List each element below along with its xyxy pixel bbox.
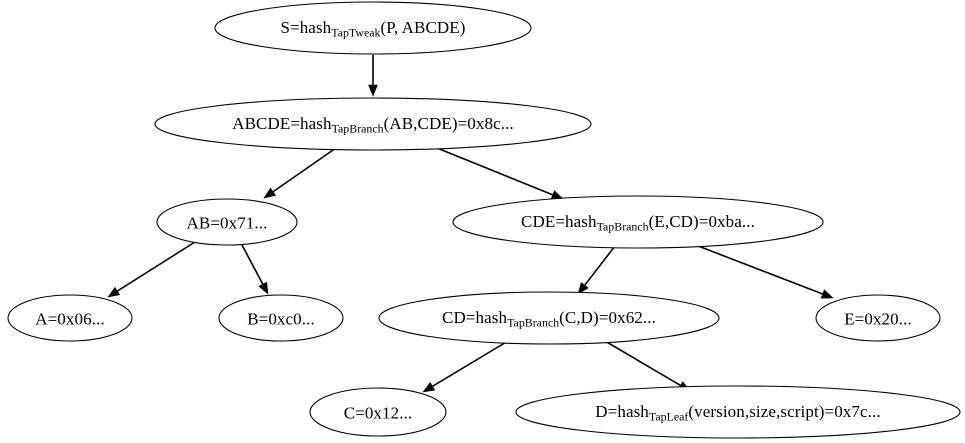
label-subscript: TapBranch [596, 219, 649, 234]
node-label-abcde: ABCDE=hashTapBranch(AB,CDE)=0x8c... [232, 115, 514, 135]
arrowhead-icon [263, 187, 277, 199]
label-text: E=0x20... [844, 309, 912, 329]
label-pre: CD=hash [442, 307, 508, 327]
label-post: (E,CD)=0xba... [648, 211, 755, 231]
node-label-cde: CDE=hashTapBranch(E,CD)=0xba... [521, 213, 755, 233]
edge-abcde-to-cde [436, 147, 564, 200]
node-ellipse-a[interactable] [7, 294, 133, 342]
node-ellipse-b[interactable] [218, 294, 344, 342]
node-ellipse-e[interactable] [815, 294, 941, 342]
node-label-ab: AB=0x71... [187, 215, 268, 232]
label-pre: D=hash [595, 401, 649, 421]
label-pre: S=hash [280, 17, 332, 37]
edge-cde-to-cd [577, 245, 616, 295]
edge-line [584, 245, 616, 286]
node-label-cd: CD=hashTapBranch(C,D)=0x62... [442, 309, 656, 329]
label-text: AB=0x71... [186, 213, 268, 233]
edge-ab-to-a [107, 241, 196, 298]
arrowhead-icon [422, 382, 436, 393]
label-pre: ABCDE=hash [232, 113, 332, 133]
edge-line [272, 147, 337, 193]
node-ellipse-c[interactable] [309, 387, 447, 437]
edge-s-to-abcde [368, 55, 378, 97]
node-ellipse-d[interactable] [515, 385, 961, 439]
edge-ab-to-b [241, 244, 269, 295]
label-text: B=0xc0... [247, 309, 315, 329]
node-ellipse-cde[interactable] [452, 195, 824, 249]
edge-line [436, 147, 554, 196]
label-text: C=0x12... [343, 403, 413, 423]
node-ellipse-cd[interactable] [378, 291, 720, 345]
label-post: (C,D)=0x62... [559, 307, 656, 327]
label-post: (AB,CDE)=0x8c... [383, 113, 514, 133]
edge-cd-to-d [604, 340, 691, 392]
edge-cd-to-c [422, 340, 509, 393]
label-post: (version,size,script)=0x7c... [688, 401, 881, 421]
node-label-s: S=hashTapTweak(P, ABCDE) [280, 19, 465, 39]
edge-line [241, 244, 264, 285]
arrowhead-icon [577, 282, 589, 295]
node-ellipse-s[interactable] [214, 1, 532, 55]
arrowhead-icon [258, 281, 269, 295]
edge-line [692, 243, 824, 295]
label-subscript: TapLeaf [648, 409, 689, 424]
node-ellipse-abcde[interactable] [154, 97, 592, 151]
label-subscript: TapBranch [331, 121, 384, 136]
label-subscript: TapBranch [507, 315, 560, 330]
node-label-a: A=0x06... [35, 311, 105, 328]
label-post: (P, ABCDE) [380, 17, 466, 37]
edge-cde-to-e [692, 243, 834, 299]
edge-line [116, 241, 196, 292]
edge-line [432, 340, 509, 388]
label-pre: CDE=hash [521, 211, 597, 231]
node-label-b: B=0xc0... [247, 311, 315, 328]
node-label-e: E=0x20... [844, 311, 912, 328]
node-label-c: C=0x12... [344, 405, 413, 422]
label-text: A=0x06... [35, 309, 105, 329]
node-label-d: D=hashTapLeaf(version,size,script)=0x7c.… [595, 403, 880, 423]
edge-abcde-to-ab [263, 147, 337, 199]
arrowhead-icon [368, 84, 378, 97]
arrowhead-icon [820, 289, 834, 299]
arrowhead-icon [107, 286, 121, 298]
edge-line [604, 340, 681, 387]
label-subscript: TapTweak [331, 25, 381, 40]
node-ellipse-ab[interactable] [156, 198, 298, 246]
